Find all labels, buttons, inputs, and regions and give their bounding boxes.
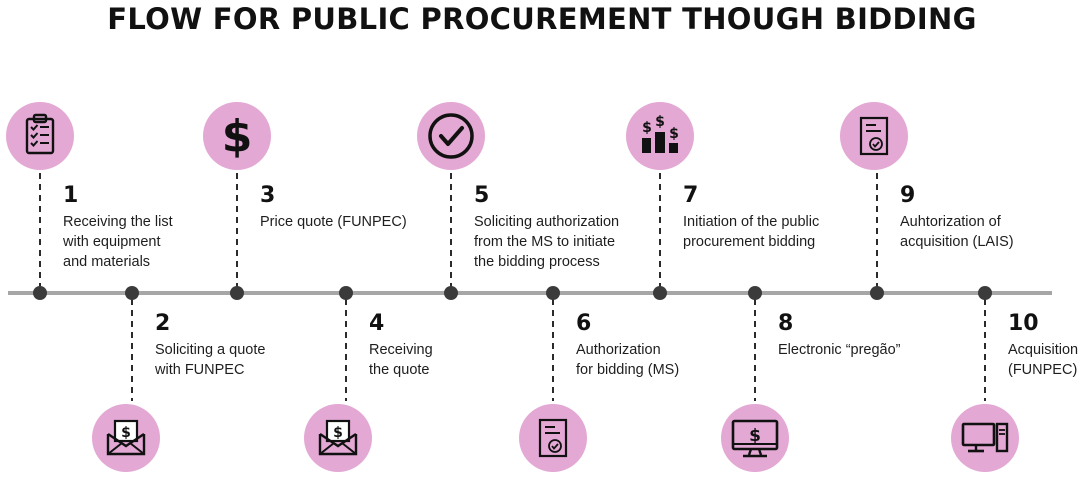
computer-icon bbox=[951, 404, 1019, 472]
timeline-dot bbox=[653, 286, 667, 300]
timeline-dot bbox=[870, 286, 884, 300]
timeline-dot bbox=[748, 286, 762, 300]
svg-text:$: $ bbox=[121, 425, 131, 441]
document-check-icon bbox=[519, 404, 587, 472]
step-number: 8 bbox=[778, 311, 794, 336]
timeline-dot bbox=[978, 286, 992, 300]
dollar-sign-icon: $ bbox=[203, 102, 271, 170]
document-check-icon bbox=[840, 102, 908, 170]
step-label: Acquisition (FUNPEC) bbox=[1008, 342, 1079, 378]
timeline-dot bbox=[444, 286, 458, 300]
envelope-dollar-icon: $ bbox=[92, 404, 160, 472]
step-number: 10 bbox=[1008, 311, 1039, 336]
step-number: 5 bbox=[474, 183, 490, 208]
timeline-dot bbox=[546, 286, 560, 300]
svg-text:$: $ bbox=[749, 426, 761, 446]
step-label: Authorization for bidding (MS) bbox=[576, 342, 680, 378]
checkmark-circle-icon bbox=[417, 102, 485, 170]
step-number: 3 bbox=[260, 183, 276, 208]
step-label: Receiving the quote bbox=[369, 342, 433, 378]
bidding-podium-icon: $$$ bbox=[626, 102, 694, 170]
step-label: Price quote (FUNPEC) bbox=[260, 214, 407, 230]
page-title: FLOW FOR PUBLIC PROCUREMENT THOUGH BIDDI… bbox=[107, 2, 977, 36]
step-label: Soliciting a quote with FUNPEC bbox=[155, 342, 266, 378]
timeline-dot bbox=[33, 286, 47, 300]
step-number: 9 bbox=[900, 183, 916, 208]
svg-text:$: $ bbox=[642, 120, 652, 136]
step-label: Electronic “pregão” bbox=[778, 342, 901, 358]
step-number: 4 bbox=[369, 311, 385, 336]
timeline-dot bbox=[230, 286, 244, 300]
svg-text:$: $ bbox=[655, 114, 665, 130]
timeline-dot bbox=[125, 286, 139, 300]
step-number: 2 bbox=[155, 311, 171, 336]
svg-text:$: $ bbox=[669, 126, 679, 142]
monitor-dollar-icon: $ bbox=[721, 404, 789, 472]
step-label: Auhtorization of acquisition (LAIS) bbox=[900, 214, 1014, 250]
clipboard-checklist-icon bbox=[6, 102, 74, 170]
timeline-dot bbox=[339, 286, 353, 300]
step-label: Receiving the list with equipment and ma… bbox=[63, 214, 173, 270]
step-label: Soliciting authorization from the MS to … bbox=[474, 214, 620, 270]
envelope-dollar-icon: $ bbox=[304, 404, 372, 472]
svg-text:$: $ bbox=[333, 425, 343, 441]
step-label: Initiation of the public procurement bid… bbox=[683, 214, 820, 250]
step-number: 6 bbox=[576, 311, 592, 336]
svg-text:$: $ bbox=[222, 111, 253, 162]
step-number: 7 bbox=[683, 183, 699, 208]
step-number: 1 bbox=[63, 183, 79, 208]
